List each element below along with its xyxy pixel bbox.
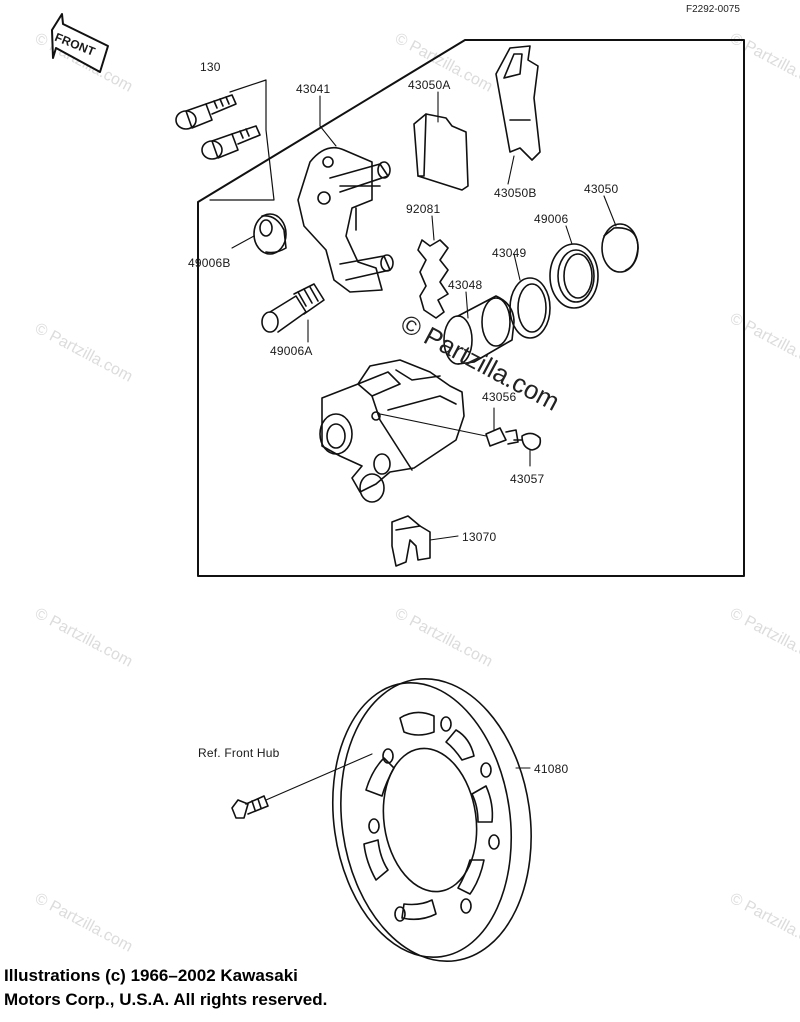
part-label-49006: 49006 bbox=[534, 212, 569, 226]
clip-13070 bbox=[391, 515, 431, 567]
part-label-43041: 43041 bbox=[296, 82, 331, 96]
part-label-41080: 41080 bbox=[534, 762, 569, 776]
part-label-130: 130 bbox=[200, 60, 221, 74]
bolt-130-upper bbox=[175, 94, 237, 130]
part-label-92081: 92081 bbox=[406, 202, 441, 216]
diagram-code: F2292-0075 bbox=[686, 4, 740, 15]
pad-43050A bbox=[413, 113, 469, 191]
caliper-frame bbox=[197, 39, 745, 577]
bolt-leader-bracket bbox=[209, 79, 275, 201]
seal-49006 bbox=[549, 243, 599, 309]
pad-43050B bbox=[495, 45, 541, 161]
bracket-43041 bbox=[297, 146, 394, 293]
part-label-43057: 43057 bbox=[510, 472, 545, 486]
part-label-43050: 43050 bbox=[584, 182, 619, 196]
part-label-43050B: 43050B bbox=[494, 186, 537, 200]
front-arrow-icon bbox=[51, 13, 109, 73]
piston-43048 bbox=[443, 295, 515, 365]
copyright-notice: Illustrations (c) 1966–2002 Kawasaki Mot… bbox=[4, 964, 327, 1012]
seal-43049 bbox=[509, 277, 551, 339]
bleeder-valve-43056 bbox=[379, 413, 519, 447]
brake-disc-41080 bbox=[331, 677, 532, 963]
ref-front-hub-note: Ref. Front Hub bbox=[198, 746, 280, 760]
copyright-line-2: Motors Corp., U.S.A. All rights reserved… bbox=[4, 990, 328, 1009]
spring-92081 bbox=[417, 239, 449, 319]
part-label-43050A: 43050A bbox=[408, 78, 451, 92]
copyright-line-1: Illustrations (c) 1966–2002 Kawasaki bbox=[4, 966, 298, 985]
cap-43057 bbox=[513, 432, 542, 451]
boot-49006B bbox=[253, 213, 287, 255]
cap-43050 bbox=[601, 223, 639, 273]
part-label-49006B: 49006B bbox=[188, 256, 231, 270]
part-label-43048: 43048 bbox=[448, 278, 483, 292]
part-label-43056: 43056 bbox=[482, 390, 517, 404]
pin-49006A bbox=[261, 283, 325, 333]
caliper-body bbox=[319, 359, 465, 503]
bolt-130-lower bbox=[201, 125, 261, 160]
disc-screw bbox=[231, 795, 269, 819]
part-label-43049: 43049 bbox=[492, 246, 527, 260]
part-label-13070: 13070 bbox=[462, 530, 497, 544]
part-label-49006A: 49006A bbox=[270, 344, 313, 358]
